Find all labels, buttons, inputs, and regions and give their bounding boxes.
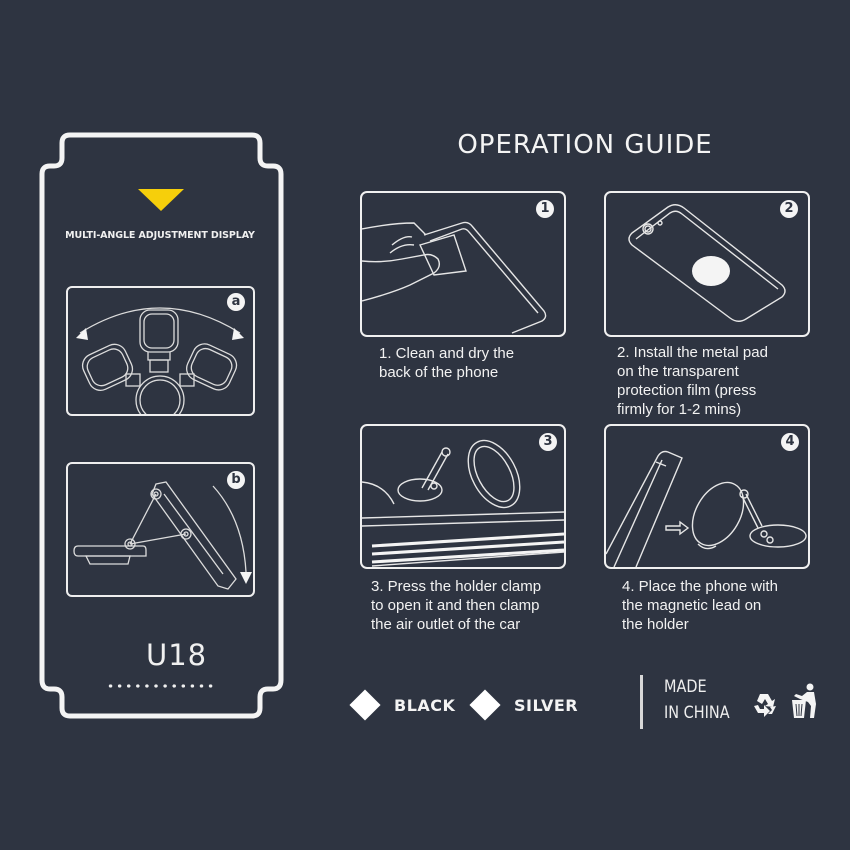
air-vent-clamp-illustration-icon bbox=[362, 439, 564, 567]
clean-phone-illustration-icon bbox=[362, 221, 547, 334]
phone-on-holder-illustration-icon bbox=[606, 450, 807, 567]
step-4-badge: 4 bbox=[781, 433, 799, 451]
recycle-icon bbox=[754, 694, 776, 717]
step-4-text: 4. Place the phone with the magnetic lea… bbox=[622, 577, 778, 634]
color-label-silver: SILVER bbox=[514, 695, 579, 715]
step-3-line-1: 3. Press the holder clamp bbox=[371, 578, 542, 595]
step-1-line-1: 1. Clean and dry the bbox=[379, 345, 515, 362]
step-2-line-3: protection film (press bbox=[617, 382, 757, 399]
step-2-line-1: 2. Install the metal pad bbox=[617, 344, 768, 361]
step-3-badge: 3 bbox=[539, 433, 557, 451]
diagram-a-rotation: a bbox=[66, 286, 255, 416]
step-1-badge: 1 bbox=[536, 200, 554, 218]
color-option-black: BLACK bbox=[349, 689, 456, 721]
step-4-line-3: the holder bbox=[622, 616, 689, 633]
step-1-text: 1. Clean and dry the back of the phone bbox=[379, 344, 514, 382]
color-label-black: BLACK bbox=[394, 695, 456, 715]
step-4-panel: 4 bbox=[604, 424, 810, 569]
step-4-line-1: 4. Place the phone with bbox=[622, 578, 778, 595]
diamond-icon bbox=[349, 689, 381, 721]
step-2-line-4: firmly for 1-2 mins) bbox=[617, 401, 742, 418]
step-2-line-2: on the transparent bbox=[617, 363, 739, 380]
step-1-line-2: back of the phone bbox=[379, 364, 499, 381]
footer-divider bbox=[640, 675, 643, 729]
multi-angle-heading: MULTI-ANGLE ADJUSTMENT DISPLAY bbox=[65, 230, 255, 241]
model-number: U18 bbox=[146, 638, 208, 672]
dotted-divider bbox=[106, 684, 216, 688]
diamond-icon bbox=[469, 689, 501, 721]
color-option-silver: SILVER bbox=[469, 689, 579, 721]
made-line-1: MADE bbox=[664, 677, 707, 697]
metal-pad-phone-illustration-icon bbox=[628, 204, 786, 322]
step-4-line-2: the magnetic lead on bbox=[622, 597, 762, 614]
step-3-line-2: to open it and then clamp bbox=[371, 597, 540, 614]
step-2-panel: 2 bbox=[604, 191, 810, 337]
step-3-text: 3. Press the holder clamp to open it and… bbox=[371, 577, 541, 634]
step-3-line-3: the air outlet of the car bbox=[371, 616, 521, 633]
yellow-indicator-triangle-icon bbox=[138, 189, 184, 211]
made-line-2: IN CHINA bbox=[664, 703, 730, 723]
step-1-panel: 1 bbox=[360, 191, 566, 337]
badge-b: b bbox=[227, 471, 245, 489]
step-2-text: 2. Install the metal pad on the transpar… bbox=[617, 343, 768, 419]
step-3-panel: 3 bbox=[360, 424, 566, 569]
tilting-holder-illustration-icon bbox=[73, 481, 252, 590]
made-in-china: MADE IN CHINA bbox=[664, 674, 730, 726]
diagram-b-tilt: b bbox=[66, 462, 255, 597]
guide-title: OPERATION GUIDE bbox=[457, 130, 713, 160]
tidy-man-icon bbox=[792, 683, 816, 718]
step-2-badge: 2 bbox=[780, 200, 798, 218]
rotating-holder-illustration-icon bbox=[76, 307, 244, 414]
badge-a: a bbox=[227, 293, 245, 311]
